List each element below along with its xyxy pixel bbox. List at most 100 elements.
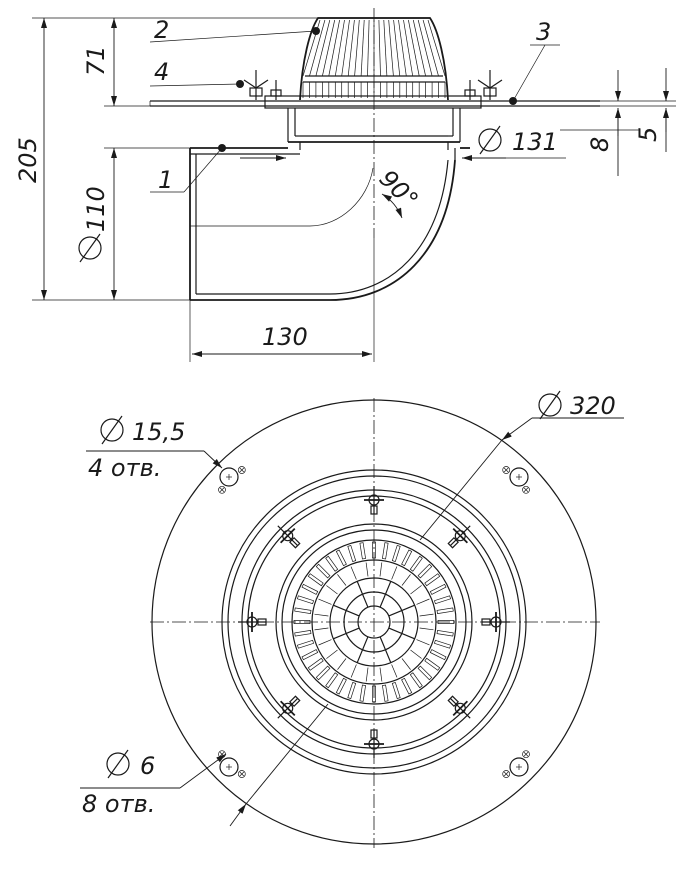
mounting-hole-group [502, 466, 530, 494]
angle-90-text: 90° [374, 164, 424, 214]
dome-rib [393, 19, 401, 77]
grate-slot [436, 607, 454, 615]
grate-slot [372, 685, 376, 703]
grate-inner-slot [337, 658, 347, 670]
strainer-dome [299, 17, 449, 101]
small-hole [237, 466, 246, 474]
grate-spoke [379, 581, 392, 608]
wing-nut [364, 486, 384, 515]
large-hole [509, 757, 529, 777]
dome-rib [328, 19, 340, 77]
dim-131-text: 131 [512, 128, 558, 156]
flange-circle-inner [275, 523, 473, 721]
grate-slot [296, 595, 315, 605]
part-1-label: 1 [158, 166, 173, 194]
grate-slot [325, 672, 339, 689]
grate-slot [359, 542, 367, 560]
membrane-sheet [149, 100, 600, 107]
grate-inner-slot [326, 649, 338, 659]
dim-5: 5 [634, 68, 669, 152]
grate-inner-slot [401, 574, 411, 586]
dim-131: 131 [240, 125, 566, 161]
grate-slot [401, 677, 413, 695]
grate-inner-slot [365, 562, 369, 577]
grate-slot [436, 629, 454, 637]
grate-inner-slot [379, 667, 383, 682]
dome-rib [422, 19, 439, 77]
grate-slot [391, 544, 401, 563]
leader-2: 2 [149, 16, 320, 44]
dome-rib [341, 19, 350, 77]
grate-slot [381, 684, 389, 702]
dim-5-text: 5 [634, 127, 662, 142]
grate-slot [417, 665, 433, 681]
large-hole [219, 757, 239, 777]
grate-inner-slot [350, 566, 357, 580]
grate-inner-slot [391, 566, 398, 580]
dim-8-text: 8 [586, 137, 614, 152]
small-hole [237, 770, 246, 778]
grate-slot [294, 607, 312, 615]
grate-slot [359, 684, 367, 702]
small-hole [502, 466, 511, 474]
dome-rib [309, 19, 326, 77]
grate-spoke [333, 627, 360, 640]
part-4-label: 4 [154, 58, 169, 86]
grate-slot [347, 681, 357, 700]
angle-90: 90° [374, 164, 424, 219]
diameter-symbol [100, 415, 124, 445]
diameter-symbol [106, 749, 130, 779]
dim-8: 8 [560, 70, 676, 176]
grate-inner-slot [314, 613, 329, 617]
bolt-stub-right [464, 80, 476, 100]
grate-slot [417, 563, 433, 579]
dome-rib [417, 19, 433, 77]
dome-rib [360, 19, 365, 77]
grate-slot [294, 629, 312, 637]
mounting-hole-group [218, 750, 246, 778]
dim-130-text: 130 [262, 323, 308, 351]
small-hole [502, 770, 511, 778]
clamping-flange [264, 95, 482, 150]
dome-rib [354, 19, 360, 77]
grate-slot [409, 555, 423, 572]
drain-housing [189, 147, 470, 301]
grate-spoke [333, 604, 360, 617]
flange-circle-mid1 [227, 475, 521, 769]
grate-inner-slot [337, 574, 347, 586]
grate-slot [315, 665, 331, 681]
grate-slot [433, 639, 452, 649]
grate-inner-slot [410, 585, 422, 595]
side-view: 205 71 110 130 [14, 8, 676, 362]
part-3-label: 3 [536, 18, 551, 46]
hole-small-dia-text: 6 [140, 752, 155, 780]
grate-inner-slot [318, 598, 332, 605]
wing-nut-right [477, 70, 503, 100]
grate-slot [381, 542, 389, 560]
grate-inner-slot [314, 627, 329, 631]
plan-wing-nuts [238, 486, 510, 758]
hole-large-count-text: 4 отв. [88, 454, 161, 482]
grate-inner-slot [401, 658, 411, 670]
grate-inner-slot [365, 667, 369, 682]
plan-view: 320 15,5 4 отв. 6 8 отв. [80, 390, 624, 848]
grate-spoke [356, 581, 369, 608]
grate-slot [391, 681, 401, 700]
grate-inner-slot [416, 598, 430, 605]
hole-large-dia-text: 15,5 [132, 418, 185, 446]
mounting-hole-group [218, 466, 246, 494]
dim-110-text: 110 [82, 186, 110, 232]
grate-inner-slot [416, 639, 430, 646]
dome-rib [403, 19, 414, 77]
dome-rib [383, 19, 388, 77]
dome-rib [378, 19, 381, 77]
grate-inner-slot [379, 562, 383, 577]
wing-nut [277, 695, 301, 719]
hole-callout-large: 15,5 4 отв. [86, 415, 223, 482]
grate-slot [429, 649, 447, 661]
grate-slot [409, 672, 423, 689]
leader-1: 1 [150, 144, 226, 194]
dim-110: 110 [78, 147, 190, 300]
wing-nut [481, 612, 510, 632]
